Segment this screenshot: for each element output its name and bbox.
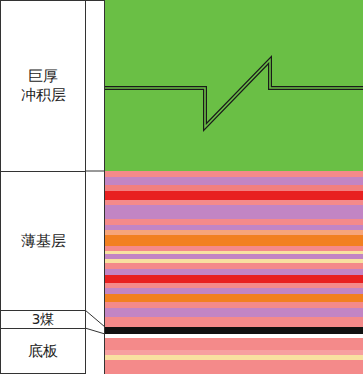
fault-line bbox=[105, 60, 363, 127]
rock-band bbox=[105, 302, 363, 308]
layer-label-cell: 3煤 bbox=[0, 310, 86, 329]
fault-line-inner bbox=[105, 60, 363, 127]
layer-name: 薄基层 bbox=[21, 232, 66, 251]
rock-band bbox=[105, 294, 363, 302]
rock-band bbox=[105, 246, 363, 251]
rock-band bbox=[105, 191, 363, 200]
rock-band bbox=[105, 177, 363, 185]
rock-band bbox=[105, 355, 363, 360]
layer-label-cell: 薄基层 bbox=[0, 171, 86, 311]
table-frame bbox=[0, 0, 105, 374]
rock-band bbox=[105, 350, 363, 355]
rock-band bbox=[105, 283, 363, 288]
leader-line bbox=[85, 310, 105, 327]
alluvium-layer bbox=[105, 0, 363, 171]
rock-band bbox=[105, 327, 363, 334]
rock-band bbox=[105, 185, 363, 191]
rock-band bbox=[105, 200, 363, 205]
layer-name: 巨厚 冲积层 bbox=[18, 67, 68, 105]
rock-band bbox=[105, 360, 363, 374]
rock-band bbox=[105, 308, 363, 317]
layer-label-cell: 底板 bbox=[0, 328, 86, 374]
leader-line bbox=[85, 328, 105, 334]
frame-line bbox=[85, 171, 105, 172]
rock-band bbox=[105, 269, 363, 275]
rock-band bbox=[105, 171, 363, 177]
rock-band bbox=[105, 263, 363, 269]
rock-band bbox=[105, 275, 363, 283]
rock-band bbox=[105, 288, 363, 294]
rock-band bbox=[105, 219, 363, 225]
rock-band bbox=[105, 230, 363, 235]
rock-band bbox=[105, 251, 363, 254]
layer-name: 底板 bbox=[28, 342, 58, 361]
rock-band bbox=[105, 259, 363, 263]
rock-band bbox=[105, 225, 363, 230]
rock-band bbox=[105, 334, 363, 338]
layer-name: 3煤 bbox=[32, 312, 55, 327]
rock-band bbox=[105, 235, 363, 246]
frame-line bbox=[104, 0, 105, 374]
rock-band bbox=[105, 205, 363, 219]
rock-bands bbox=[105, 171, 363, 374]
rock-band bbox=[105, 254, 363, 259]
rock-band bbox=[105, 338, 363, 350]
layer-label-cell: 巨厚 冲积层 bbox=[0, 0, 86, 172]
rock-band bbox=[105, 317, 363, 327]
